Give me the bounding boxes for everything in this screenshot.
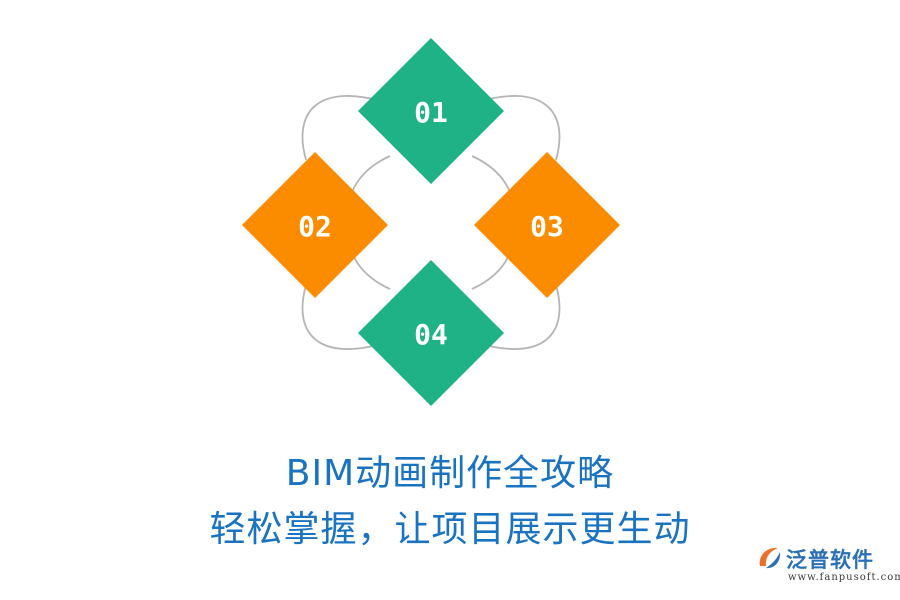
node-04: 04 [358,260,504,406]
node-01: 01 [358,38,504,184]
title-line-1: BIM动画制作全攻略 [285,453,615,494]
node-03: 03 [474,152,620,298]
node-01-label: 01 [414,96,448,129]
node-04-diamond [358,260,504,406]
node-04-label: 04 [414,318,448,351]
inner-arc-sw [351,252,391,290]
inner-arc-se [471,252,511,290]
node-02: 02 [242,152,388,298]
title-line-2: 轻松掌握，让项目展示更生动 [209,509,691,550]
diamond-diagram: 01 02 03 04 [242,38,620,406]
inner-arc-ne [471,155,511,193]
node-02-diamond [242,152,388,298]
logo-url: www.fanpusoft.com [788,572,900,583]
arc-top-left [301,95,389,161]
node-03-diamond [474,152,620,298]
brand-logo: 泛普软件 www.fanpusoft.com [756,542,900,590]
node-01-diamond [358,38,504,184]
logo-mark-icon [759,547,781,569]
inner-arc-nw [351,155,391,193]
node-02-label: 02 [298,210,332,243]
connector-lines [301,95,561,350]
logo-name: 泛普软件 [786,548,874,572]
node-03-label: 03 [530,210,564,243]
arc-bottom-left [301,284,389,350]
arc-top-right [473,95,561,161]
arc-bottom-right [473,284,561,350]
